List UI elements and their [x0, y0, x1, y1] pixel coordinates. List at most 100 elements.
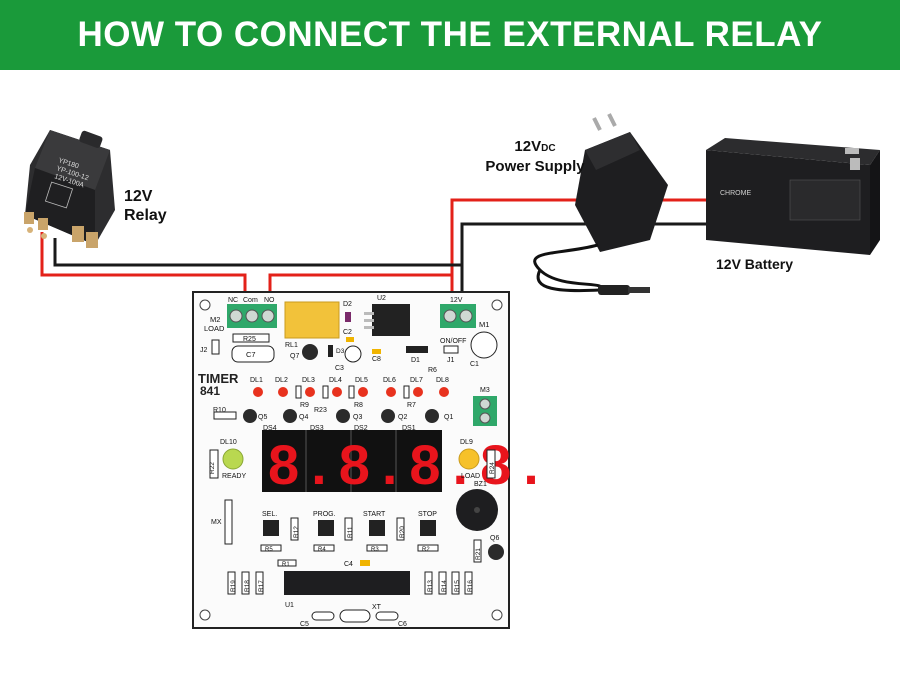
black-wire-relay — [53, 238, 462, 267]
j1-label: J1 — [447, 357, 455, 364]
q5-label: Q5 — [258, 414, 267, 421]
button-prog[interactable] — [318, 520, 334, 536]
relay-label: 12V Relay — [124, 187, 167, 225]
j2-label: J2 — [200, 347, 208, 354]
dl1-label: DL1 — [250, 377, 263, 384]
dl10-label: DL10 — [220, 439, 237, 446]
r1-label: R1 — [282, 562, 290, 568]
button-prog-label: PROG. — [313, 511, 336, 518]
display-digits: 8.8.8.8. — [268, 433, 551, 496]
red-wire-relay — [40, 232, 247, 304]
page-title: HOW TO CONNECT THE EXTERNAL RELAY — [77, 15, 823, 54]
q3-label: Q3 — [353, 414, 362, 421]
relay-image: YP180 YP-100-12 12V-100A — [24, 130, 115, 248]
r8-label: R8 — [354, 402, 363, 409]
dl9-label: DL9 — [460, 439, 473, 446]
button-stop[interactable] — [420, 520, 436, 536]
battery-case-text: CHROME — [720, 190, 751, 197]
c6-label: C6 — [398, 621, 407, 628]
r4-label: R4 — [318, 547, 326, 553]
led-dl4 — [332, 387, 342, 397]
led-dl3 — [305, 387, 315, 397]
title-banner: HOW TO CONNECT THE EXTERNAL RELAY — [0, 0, 900, 70]
bz1-label: BZ1 — [474, 481, 487, 488]
q2-label: Q2 — [398, 414, 407, 421]
battery-image: CHROME — [706, 138, 880, 255]
red-wire-supply — [450, 198, 585, 304]
u1-label: U1 — [285, 602, 294, 609]
led-dl8 — [439, 387, 449, 397]
r16-label: R16 — [467, 580, 474, 592]
r9-label: R9 — [300, 402, 309, 409]
r5-label: R5 — [265, 547, 273, 553]
button-stop-label: STOP — [418, 511, 437, 518]
dl5-label: DL5 — [355, 377, 368, 384]
led-dl5 — [358, 387, 368, 397]
c8-label: C8 — [372, 356, 381, 363]
led-dl1 — [253, 387, 263, 397]
ds2-label: DS2 — [354, 425, 368, 432]
power-adapter-image — [533, 113, 668, 295]
power-supply-label: 12VDC Power Supply — [475, 138, 595, 176]
power-supply-voltage: 12V — [514, 138, 542, 155]
power-supply-text: Power Supply — [485, 158, 585, 175]
m2-load-label: LOAD — [204, 324, 225, 333]
m2-pin-no: NO — [264, 297, 275, 304]
button-sel[interactable] — [263, 520, 279, 536]
c1-label: C1 — [470, 361, 479, 368]
m3-label: M3 — [480, 387, 490, 394]
battery-label: 12V Battery — [716, 256, 794, 272]
board-name-line2: 841 — [200, 384, 220, 398]
q6-label: Q6 — [490, 535, 499, 542]
r3-label: R3 — [371, 547, 379, 553]
r22-label: R22 — [209, 462, 216, 474]
ds1-label: DS1 — [402, 425, 416, 432]
r12-label: R12 — [293, 526, 300, 538]
j1-onoff-label: ON/OFF — [440, 338, 466, 345]
d2-label: D2 — [343, 301, 352, 308]
c3-label: C3 — [335, 365, 344, 372]
relay-label-line2: Relay — [124, 207, 167, 224]
c4-label: C4 — [344, 561, 353, 568]
m2-pin-com: Com — [243, 297, 258, 304]
d3-label: D3 — [336, 348, 345, 355]
u2-label: U2 — [377, 295, 386, 302]
button-start-label: START — [363, 511, 386, 518]
c7-label: C7 — [246, 350, 256, 359]
q1-label: Q1 — [444, 414, 453, 421]
r17-label: R17 — [258, 580, 265, 592]
m2-label: M2 — [210, 315, 220, 324]
r13-label: R13 — [427, 580, 434, 592]
led-dl6 — [386, 387, 396, 397]
relay-label-line1: 12V — [124, 188, 153, 205]
r14-label: R14 — [441, 580, 448, 592]
ready-label: READY — [222, 473, 246, 480]
xt-label: XT — [372, 604, 382, 611]
r20-label: R20 — [399, 526, 406, 538]
c5-label: C5 — [300, 621, 309, 628]
r2-label: R2 — [422, 547, 430, 553]
led-row — [253, 387, 449, 397]
m1-label: M1 — [479, 320, 489, 329]
dl3-label: DL3 — [302, 377, 315, 384]
r19-label: R19 — [230, 580, 237, 592]
c2-label: C2 — [343, 329, 352, 336]
rl1-label: RL1 — [285, 342, 298, 349]
r23-label: R23 — [314, 407, 327, 414]
d1-label: D1 — [411, 357, 420, 364]
dl6-label: DL6 — [383, 377, 396, 384]
r10-label: R10 — [213, 407, 226, 414]
m1-pins-label: 12V — [450, 297, 463, 304]
r25-label: R25 — [243, 336, 256, 343]
button-sel-label: SEL. — [262, 511, 277, 518]
mx-label: MX — [211, 519, 222, 526]
button-start[interactable] — [369, 520, 385, 536]
dl8-label: DL8 — [436, 377, 449, 384]
ds3-label: DS3 — [310, 425, 324, 432]
q4-label: Q4 — [299, 414, 308, 421]
ds4-label: DS4 — [263, 425, 277, 432]
dl4-label: DL4 — [329, 377, 342, 384]
r7-label: R7 — [407, 402, 416, 409]
ic-u1 — [284, 571, 410, 595]
led-dl2 — [278, 387, 288, 397]
